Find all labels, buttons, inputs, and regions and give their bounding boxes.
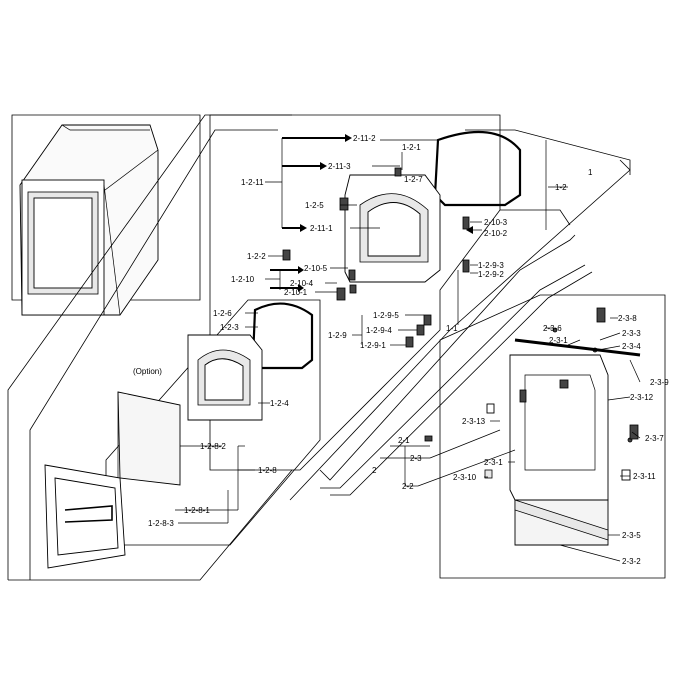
outer-door-part [44, 464, 126, 569]
label-2-3-5: 2-3-5 [622, 531, 641, 540]
label-2-3-3: 2-3-3 [622, 329, 641, 338]
label-1-2-9-2: 1-2-9-2 [478, 270, 504, 279]
inner-door-frame-part [339, 167, 441, 283]
door-gasket-part [433, 130, 522, 207]
panel-assembly-frame [439, 294, 666, 579]
label-2-11-3: 2-11-3 [328, 162, 351, 171]
label-2-2: 2-2 [402, 482, 414, 491]
label-2-10-4: 2-10-4 [290, 279, 314, 288]
label-1-2-11: 1-2-11 [241, 178, 264, 187]
door-panel-part [117, 391, 181, 486]
label-2-3-1-top: 2-3-1 [549, 336, 568, 345]
label-1-2-8: 1-2-8 [258, 466, 277, 475]
label-2-3-10: 2-3-10 [453, 473, 477, 482]
label-1-2-3: 1-2-3 [220, 323, 239, 332]
label-1-2-9-3: 1-2-9-3 [478, 261, 504, 270]
window-glass-part [251, 302, 314, 370]
arrows [270, 134, 473, 292]
label-1-2-9: 1-2-9 [328, 331, 347, 340]
label-2-10-3: 2-10-3 [484, 218, 508, 227]
label-1-2-8-1: 1-2-8-1 [184, 506, 210, 515]
label-1-2-2: 1-2-2 [247, 252, 266, 261]
label-1-2-8-2: 1-2-8-2 [200, 442, 226, 451]
label-2: 2 [372, 466, 377, 475]
part-labels: (Option) 2-11-2 1-2-1 2-11-3 1-2-7 1-2-1… [133, 134, 669, 566]
label-2-3-1-mid: 2-3-1 [484, 458, 503, 467]
label-1-2-9-4: 1-2-9-4 [366, 326, 392, 335]
option-label: (Option) [133, 367, 162, 376]
label-1-2-5: 1-2-5 [305, 201, 324, 210]
label-1-2-4: 1-2-4 [270, 399, 289, 408]
label-1-2-10: 1-2-10 [231, 275, 255, 284]
label-2-3: 2-3 [410, 454, 422, 463]
label-2-3-9: 2-3-9 [650, 378, 669, 387]
label-2-3-6: 2-3-6 [543, 324, 562, 333]
label-1-1: 1-1 [446, 324, 458, 333]
label-1-2-9-1: 1-2-9-1 [360, 341, 386, 350]
label-2-3-13: 2-3-13 [462, 417, 486, 426]
label-1-2-8-3: 1-2-8-3 [148, 519, 174, 528]
label-1: 1 [588, 168, 593, 177]
label-2-3-11: 2-3-11 [633, 472, 656, 481]
label-2-11-2: 2-11-2 [353, 134, 376, 143]
label-1-2-1: 1-2-1 [402, 143, 421, 152]
label-2-3-8: 2-3-8 [618, 314, 637, 323]
label-2-3-12: 2-3-12 [630, 393, 654, 402]
label-2-3-7: 2-3-7 [645, 434, 664, 443]
label-2-3-4: 2-3-4 [622, 342, 641, 351]
label-2-10-5: 2-10-5 [304, 264, 328, 273]
label-1-2-6: 1-2-6 [213, 309, 232, 318]
label-1-2: 1-2 [555, 183, 567, 192]
dryer-overview-panel [11, 114, 201, 316]
label-2-10-1: 2-10-1 [284, 288, 308, 297]
label-1-2-7: 1-2-7 [404, 175, 423, 184]
label-2-10-2: 2-10-2 [484, 229, 508, 238]
label-1-2-9-5: 1-2-9-5 [373, 311, 399, 320]
label-2-11-1: 2-11-1 [310, 224, 333, 233]
label-2-3-2: 2-3-2 [622, 557, 641, 566]
label-2-1: 2-1 [398, 436, 410, 445]
small-hardware-parts [282, 216, 633, 443]
control-panel-part [424, 307, 641, 546]
door-frame-part [187, 334, 263, 421]
